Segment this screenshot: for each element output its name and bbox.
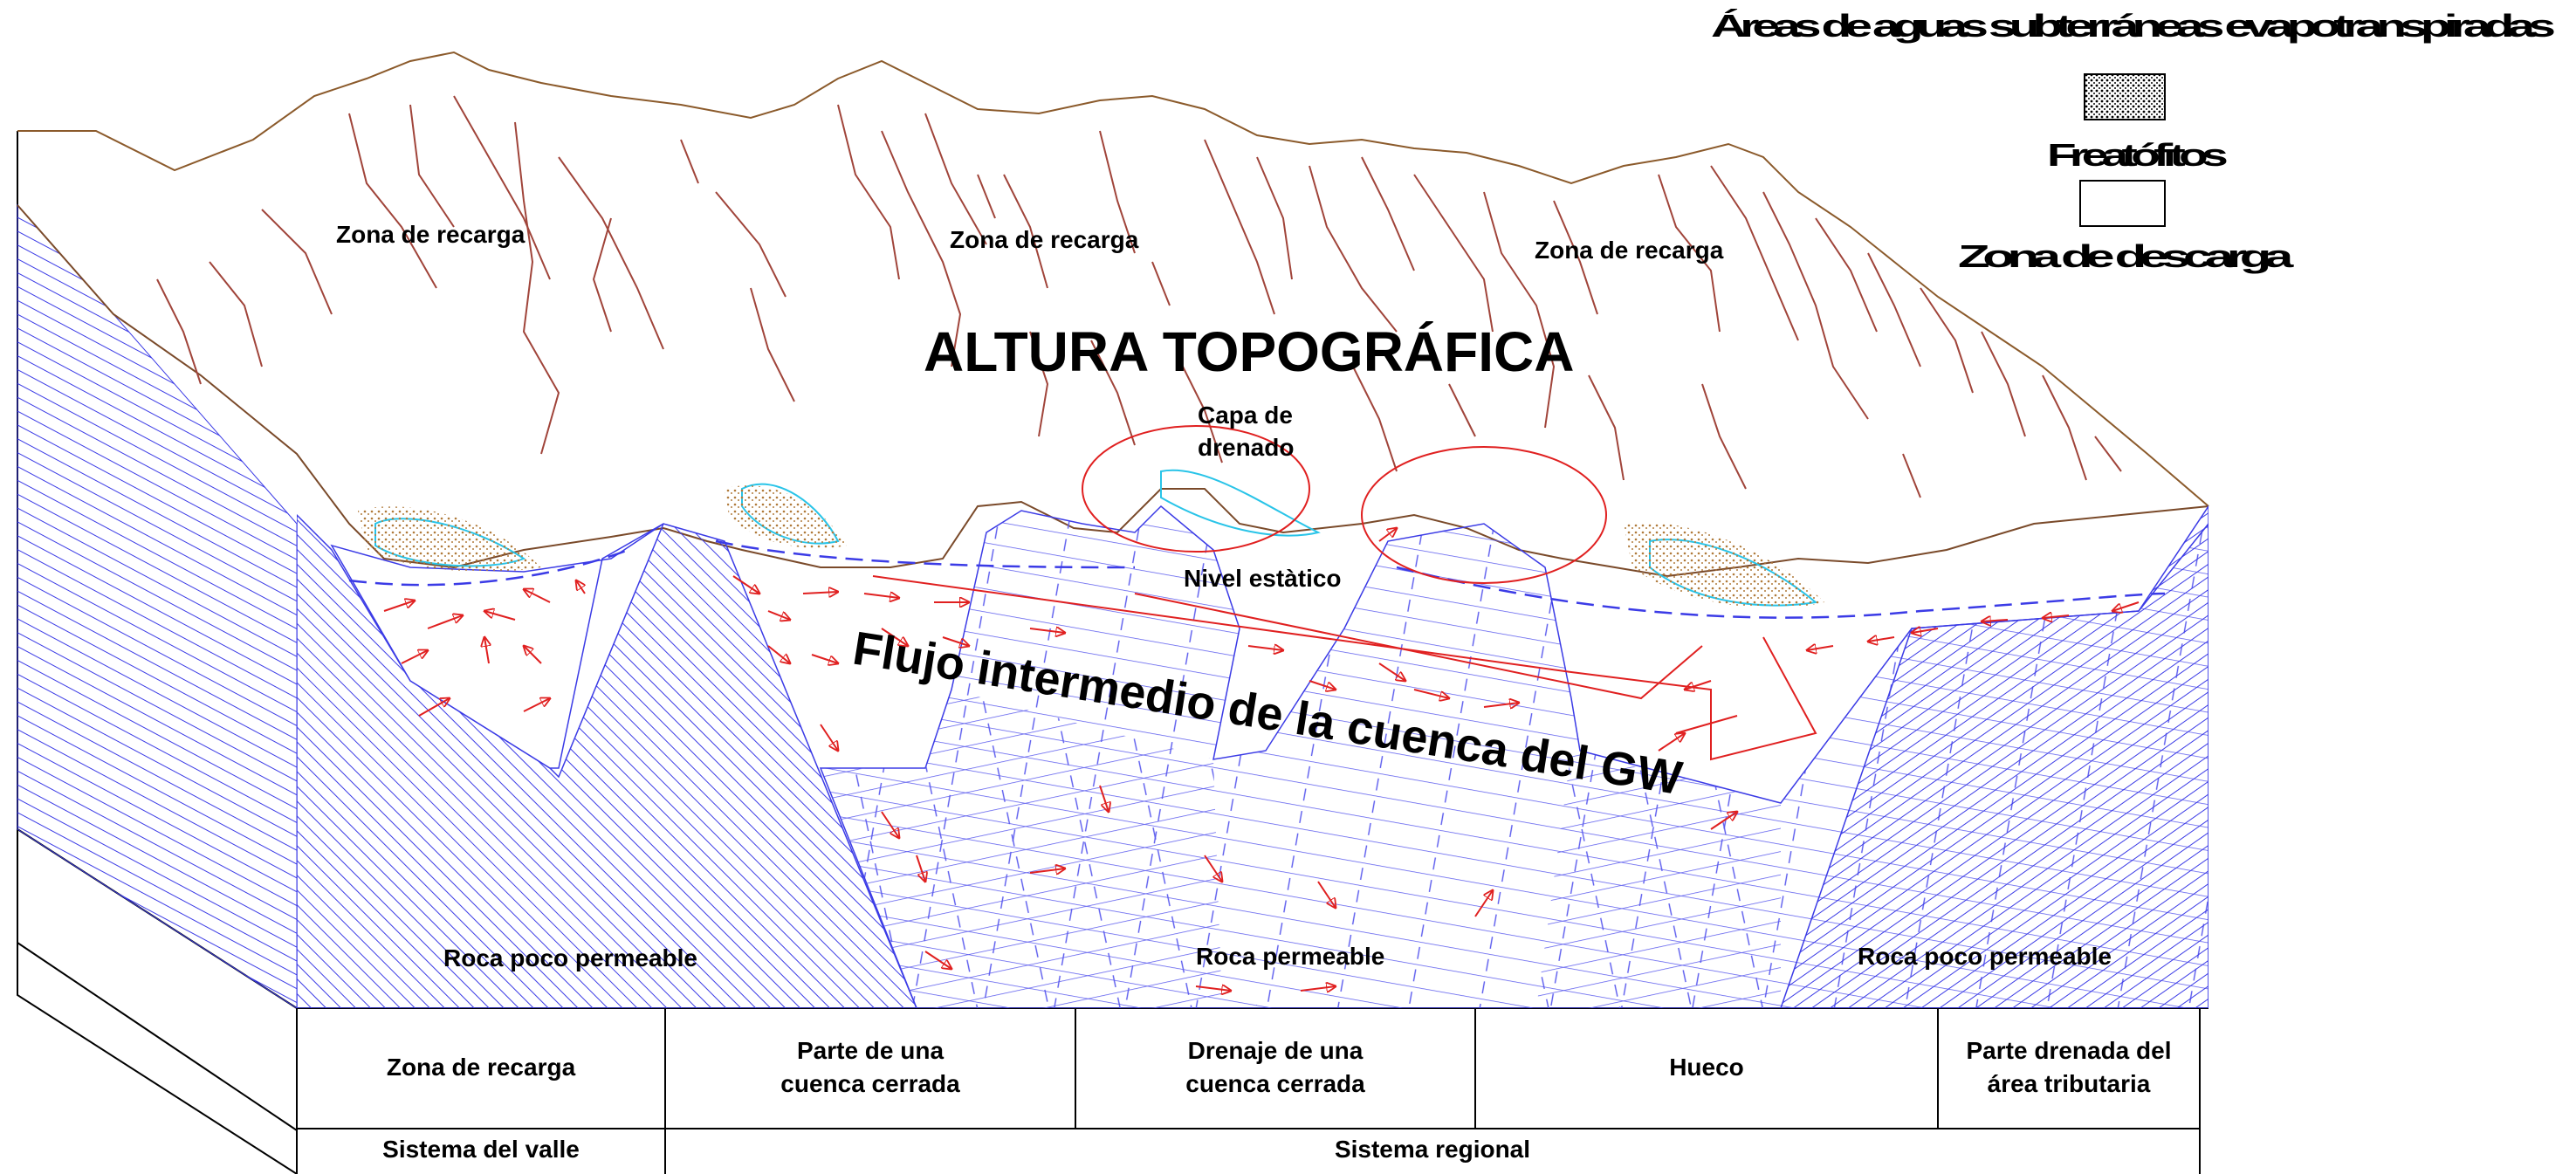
drain-circles (1082, 425, 1607, 584)
label-low-perm-rock-left: Roca poco permeable (443, 944, 697, 971)
legend-title: Áreas de aguas subterráneas evapotranspi… (1711, 8, 2554, 44)
label-recharge-2: Zona de recarga (950, 226, 1139, 253)
table-cell-text: Zona de recarga (387, 1054, 576, 1081)
label-static-level: Nivel estàtico (1184, 565, 1342, 592)
legend-phreatophytes: Freatófitos (2047, 137, 2227, 173)
label-topographic-height: ALTURA TOPOGRÁFICA (924, 320, 1574, 383)
table-cell-text: cuenca cerrada (1185, 1070, 1365, 1097)
table-cell-text: área tributaria (1988, 1070, 2151, 1097)
mountain-front (17, 204, 2209, 578)
table-cell-text: Drenaje de una (1188, 1037, 1364, 1064)
label-perm-rock: Roca permeable (1196, 943, 1384, 970)
flow-arrows (383, 528, 2140, 991)
table-cell-text: Parte de una (797, 1037, 944, 1064)
flow-paths (872, 575, 1817, 761)
terrain (17, 51, 2209, 578)
phreatophytes (358, 485, 1824, 608)
label-recharge-1: Zona de recarga (336, 221, 526, 248)
label-drain-layer-2: drenado (1198, 434, 1294, 461)
static-water-level (348, 539, 2166, 619)
low-permeability-rock-left (297, 513, 917, 1008)
table-cell-text: cuenca cerrada (780, 1070, 960, 1097)
table-cell-text: Parte drenada del (1967, 1037, 2172, 1064)
table-cell-text: Hueco (1669, 1054, 1744, 1081)
label-drain-layer-1: Capa de (1198, 402, 1293, 429)
legend-phreatophyte-swatch (2084, 73, 2166, 120)
label-recharge-3: Zona de recarga (1535, 237, 1724, 264)
side-hatch-left (17, 203, 298, 1009)
label-low-perm-rock-right: Roca poco permeable (1858, 943, 2112, 970)
legend-discharge-swatch (2079, 180, 2166, 227)
zone-table: Zona de recarga Parte de una cuenca cerrad… (296, 1008, 2201, 1174)
legend-discharge-zone: Zona de descarga (1958, 238, 2295, 274)
legend: Áreas de aguas subterráneas evapotranspi… (1711, 8, 2559, 274)
low-permeability-rock-right (1780, 505, 2208, 1008)
table-cell-text: Sistema regional (1335, 1136, 1530, 1163)
table-cell-text: Sistema del valle (382, 1136, 580, 1163)
mountain-ridge (17, 51, 2209, 507)
